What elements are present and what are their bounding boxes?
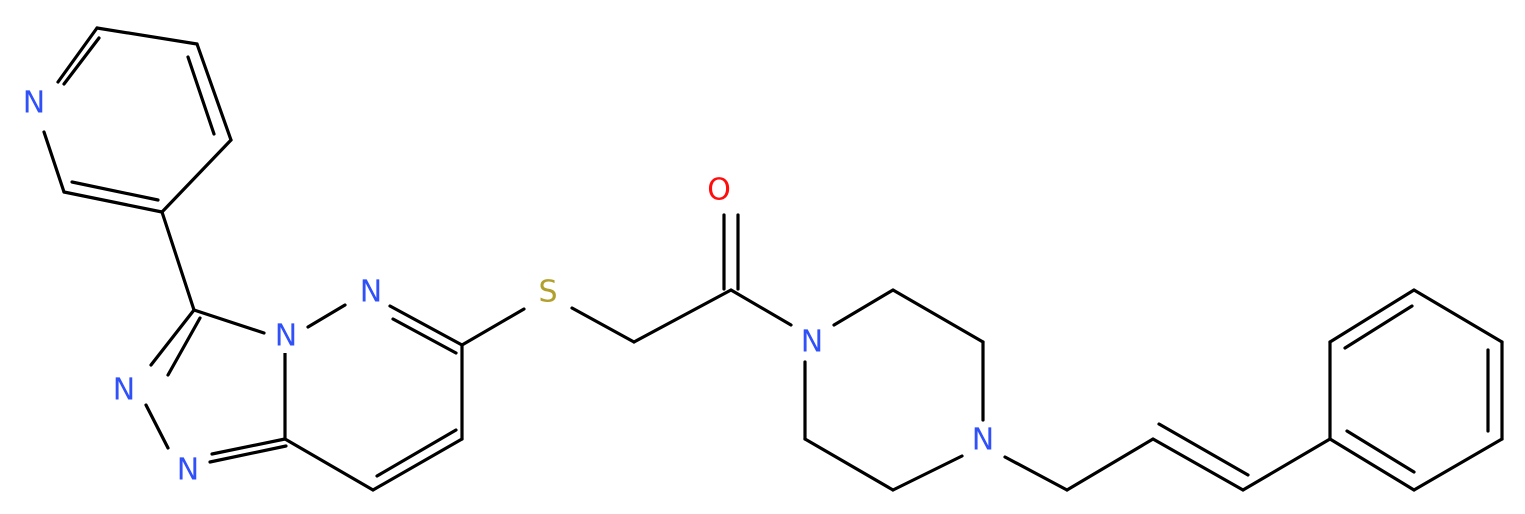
bond-line xyxy=(166,316,202,377)
nitrogen-atom-label: N xyxy=(360,275,382,310)
bond-line xyxy=(208,444,288,464)
nitrogen-atom-label: N xyxy=(177,453,199,488)
atom-label-background xyxy=(968,423,998,457)
bond-line xyxy=(375,428,458,478)
bond-line xyxy=(56,26,99,84)
atom-label-background xyxy=(173,453,203,487)
bond-line xyxy=(1328,288,1416,344)
bond-line xyxy=(1328,437,1416,492)
nitrogen-atom-label: N xyxy=(801,325,823,360)
nitrogen-atom: N xyxy=(356,275,386,310)
atom-label-background xyxy=(356,275,386,309)
sulfur-atom: S xyxy=(533,275,563,310)
nitrogen-atom: N xyxy=(271,319,301,354)
bond-line xyxy=(391,317,458,355)
bond-line xyxy=(1345,429,1416,474)
bond-line xyxy=(210,437,287,456)
sulfur-atom-label: S xyxy=(538,275,557,310)
bond-line xyxy=(460,307,526,347)
bond-line xyxy=(62,36,101,86)
nitrogen-atom: N xyxy=(19,86,49,121)
bond-line xyxy=(144,403,170,450)
atom-label-background xyxy=(797,325,827,359)
atom-label-background xyxy=(704,173,734,207)
bond-line xyxy=(570,306,636,344)
bond-line xyxy=(388,304,464,347)
bond-line xyxy=(832,288,895,327)
nitrogen-atom: N xyxy=(797,325,827,360)
bond-line xyxy=(42,130,66,194)
atom-label-background xyxy=(109,373,139,407)
bond-line xyxy=(1241,437,1332,492)
bond-line xyxy=(306,303,347,329)
atom-label-background xyxy=(533,275,563,309)
bond-line xyxy=(95,26,199,46)
bond-line xyxy=(1343,304,1414,350)
bond-line xyxy=(371,437,464,492)
bond-line xyxy=(1412,437,1504,492)
bond-line xyxy=(186,55,216,136)
bond-layer xyxy=(42,26,1504,492)
bond-line xyxy=(1065,437,1155,492)
bond-line xyxy=(632,288,733,344)
atom-label-background xyxy=(19,86,49,120)
nitrogen-atom: N xyxy=(173,453,203,488)
bond-line xyxy=(192,308,266,335)
bond-line xyxy=(1412,288,1504,344)
bond-line xyxy=(160,138,233,214)
bond-line xyxy=(729,288,793,327)
bond-line xyxy=(195,42,233,142)
bond-line xyxy=(283,437,375,492)
bond-line xyxy=(160,210,196,312)
bond-line xyxy=(1151,437,1245,492)
bond-line xyxy=(1157,422,1250,477)
nitrogen-atom: N xyxy=(109,373,139,408)
bond-line xyxy=(1003,455,1069,492)
oxygen-atom-label: O xyxy=(707,173,731,208)
bond-line xyxy=(62,190,164,214)
bond-line xyxy=(891,288,985,344)
atom-label-background xyxy=(271,319,301,353)
oxygen-atom: O xyxy=(704,173,734,208)
bond-line xyxy=(803,437,895,492)
nitrogen-atom-label: N xyxy=(275,319,297,354)
nitrogen-atom: N xyxy=(968,423,998,458)
nitrogen-atom-label: N xyxy=(23,86,45,121)
nitrogen-atom-label: N xyxy=(113,373,135,408)
bond-line xyxy=(70,180,160,202)
atom-label-layer: N N N N N S O N N xyxy=(19,86,998,488)
nitrogen-atom-label: N xyxy=(972,423,994,458)
bond-line xyxy=(149,308,196,367)
bond-line xyxy=(891,454,964,492)
